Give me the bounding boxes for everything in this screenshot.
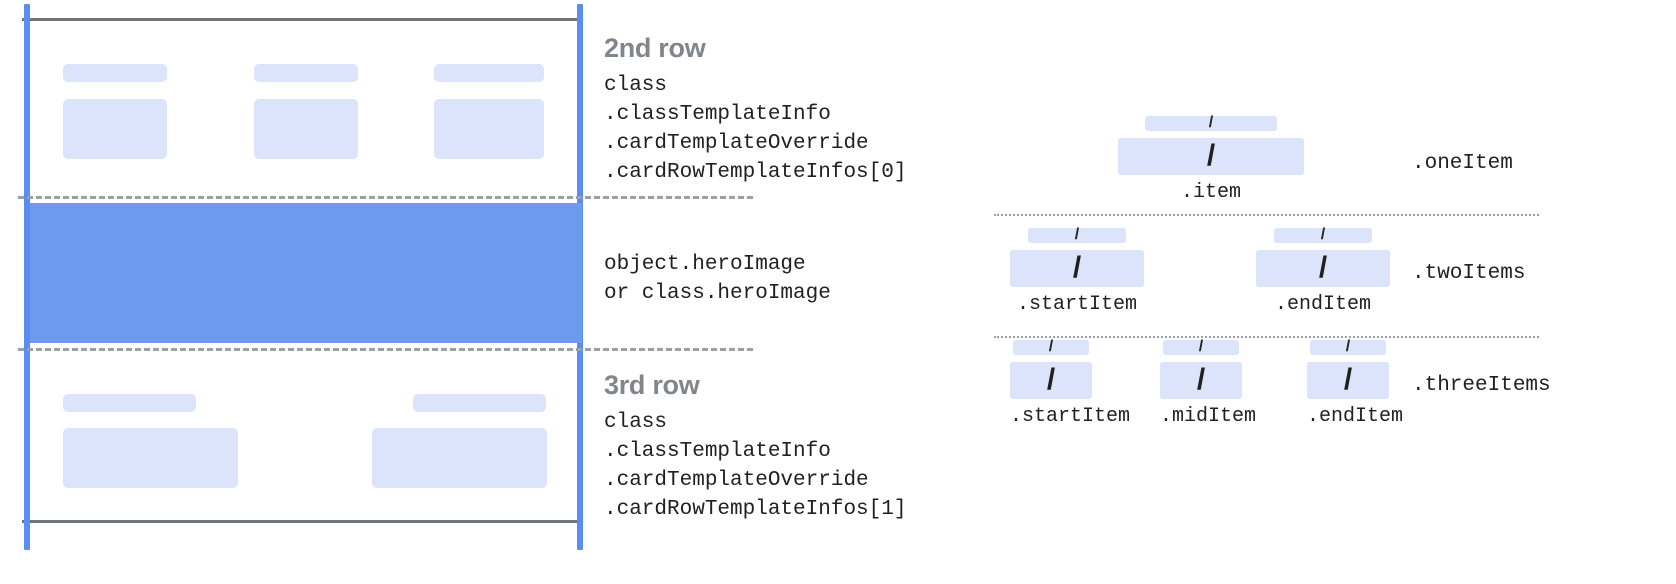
row1-col1-body-placeholder [63, 99, 167, 159]
slash-icon: / [1196, 362, 1206, 396]
slot-end-item-three-caption: .endItem [1307, 405, 1404, 428]
slot-mid-item-three-top-bar: / [1163, 338, 1239, 355]
slash-icon: / [1345, 338, 1351, 355]
row1-col2-title-placeholder [254, 64, 358, 82]
row3-col1-title-placeholder [63, 394, 196, 412]
slot-end-item-two: / / .endItem [1256, 226, 1390, 316]
group-label-one-item: .oneItem [1412, 152, 1513, 175]
row-divider-lower [18, 348, 753, 351]
slot-mid-item-three-caption: .midItem [1160, 405, 1257, 428]
slot-start-item-two: / / .startItem [1010, 226, 1144, 316]
row3-col2-body-placeholder [372, 428, 547, 488]
card-template-diagram [0, 0, 753, 584]
row-divider-upper [18, 196, 753, 199]
group-label-three-items: .threeItems [1412, 374, 1551, 397]
third-row-heading: 3rd row [604, 370, 700, 400]
card-bottom-rule [22, 520, 582, 523]
row1-col3-body-placeholder [434, 99, 544, 159]
hero-image-band [30, 203, 582, 343]
slash-icon: / [1072, 250, 1082, 284]
slash-icon: / [1208, 114, 1214, 131]
slash-icon: / [1048, 338, 1054, 355]
slot-end-item-three: / / .endItem [1307, 338, 1404, 428]
slot-start-item-three: / / .startItem [1010, 338, 1131, 428]
item-layout-diagram: / / .item .oneItem / / .startItem / / [980, 0, 1676, 584]
slot-mid-item-three: / / .midItem [1160, 338, 1257, 428]
slot-end-item-two-main-bar: / [1256, 250, 1390, 287]
card-top-rule [22, 18, 582, 21]
second-row-code-path: class .classTemplateInfo .cardTemplateOv… [604, 74, 907, 184]
slash-icon: / [1046, 362, 1056, 396]
slash-icon: / [1198, 338, 1204, 355]
slash-icon: / [1206, 138, 1216, 172]
slot-start-item-three-main-bar: / [1010, 362, 1092, 399]
slot-mid-item-three-main-bar: / [1160, 362, 1242, 399]
slot-start-item-two-main-bar: / [1010, 250, 1144, 287]
slot-start-item-two-caption: .startItem [1016, 293, 1138, 316]
slot-start-item-three-caption: .startItem [1010, 405, 1131, 428]
slot-end-item-two-top-bar: / [1274, 226, 1372, 243]
slot-start-item-three-top-bar: / [1013, 338, 1089, 355]
third-row-code-path: class .classTemplateInfo .cardTemplateOv… [604, 411, 907, 521]
slash-icon: / [1074, 226, 1080, 243]
slot-end-item-three-main-bar: / [1307, 362, 1389, 399]
slot-item-top-bar: / [1145, 114, 1277, 131]
slash-icon: / [1320, 226, 1326, 243]
group-separator-lower [994, 336, 1539, 338]
row1-col2-body-placeholder [254, 99, 358, 159]
slot-item-caption: .item [1180, 181, 1241, 204]
second-row-heading: 2nd row [604, 33, 706, 63]
row3-col2-title-placeholder [413, 394, 546, 412]
card-left-edge [24, 4, 30, 550]
row1-col1-title-placeholder [63, 64, 167, 82]
row1-col3-title-placeholder [434, 64, 544, 82]
slash-icon: / [1343, 362, 1353, 396]
slot-item: / / .item [1118, 114, 1304, 204]
hero-image-code-path: object.heroImage or class.heroImage [604, 253, 831, 305]
slot-end-item-three-top-bar: / [1310, 338, 1386, 355]
slot-item-main-bar: / [1118, 138, 1304, 175]
group-separator-upper [994, 214, 1539, 216]
slot-end-item-two-caption: .endItem [1274, 293, 1371, 316]
row3-col1-body-placeholder [63, 428, 238, 488]
slash-icon: / [1318, 250, 1328, 284]
slot-start-item-two-top-bar: / [1028, 226, 1126, 243]
group-label-two-items: .twoItems [1412, 262, 1526, 285]
